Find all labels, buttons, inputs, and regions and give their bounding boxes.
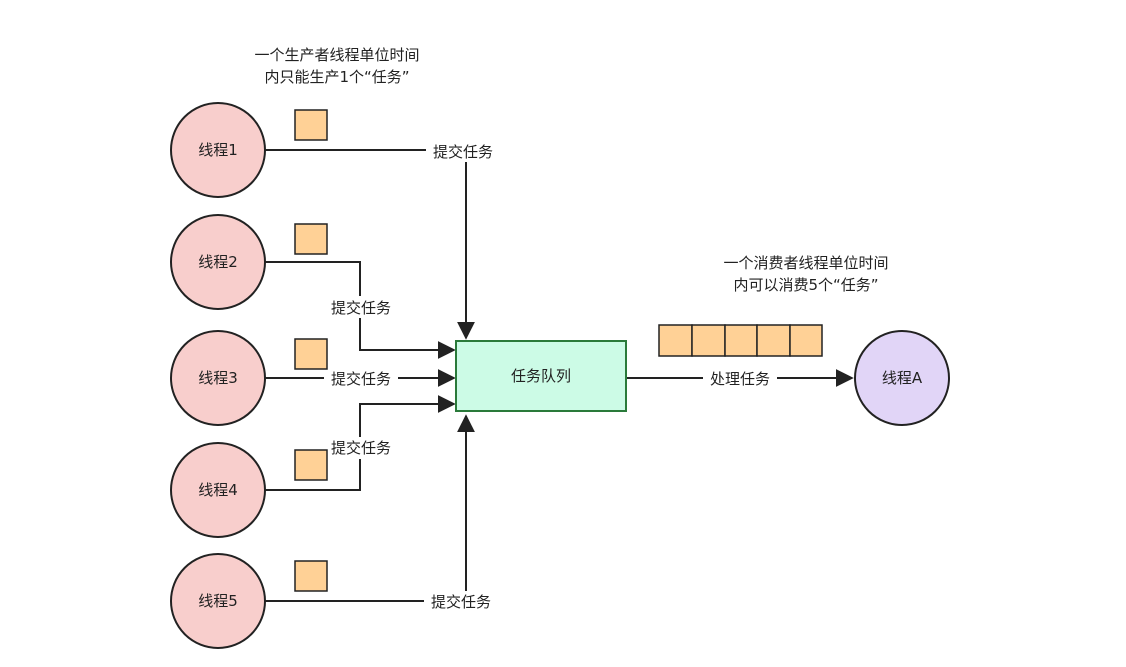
producer-label-2: 线程2: [198, 253, 238, 271]
queue-label: 任务队列: [511, 367, 571, 385]
producer-node-4[interactable]: 线程4: [170, 442, 266, 538]
consumer-note-line2: 内可以消费5个“任务”: [733, 276, 878, 294]
edge-label-producer-4: 提交任务: [331, 439, 391, 457]
producer-tasks: [294, 109, 328, 592]
producer-nodes: 线程1 线程2 线程3 线程4 线程5: [170, 102, 266, 649]
batch-task-1: [658, 324, 693, 357]
edge-label-producer-5: 提交任务: [431, 593, 491, 611]
producer-label-3: 线程3: [198, 369, 238, 387]
edge-label-producer-2: 提交任务: [331, 299, 391, 317]
producer-node-3[interactable]: 线程3: [170, 330, 266, 426]
edge-label-producer-1: 提交任务: [433, 143, 493, 161]
task-square-1: [294, 109, 328, 141]
task-square-2: [294, 223, 328, 255]
edge-labels: 提交任务 提交任务 提交任务 提交任务 提交任务 处理任务: [324, 140, 777, 613]
task-square-3: [294, 338, 328, 370]
consumer-note-line1: 一个消费者线程单位时间: [723, 254, 888, 272]
queue-node[interactable]: 任务队列: [455, 340, 627, 412]
batch-task-2: [691, 324, 726, 357]
consumer-label: 线程A: [882, 369, 923, 387]
consumer-task-batch: [658, 324, 823, 357]
producer-node-1[interactable]: 线程1: [170, 102, 266, 198]
producer-node-5[interactable]: 线程5: [170, 553, 266, 649]
producer-note-line1: 一个生产者线程单位时间: [254, 46, 419, 64]
producer-label-1: 线程1: [198, 141, 238, 159]
edge-label-consumer: 处理任务: [710, 370, 770, 388]
batch-task-4: [756, 324, 791, 357]
batch-task-5: [789, 324, 823, 357]
producer-node-2[interactable]: 线程2: [170, 214, 266, 310]
producer-label-4: 线程4: [198, 481, 238, 499]
task-square-5: [294, 560, 328, 592]
producer-label-5: 线程5: [198, 592, 238, 610]
consumer-node[interactable]: 线程A: [854, 330, 950, 426]
producer-note-line2: 内只能生产1个“任务”: [264, 68, 409, 86]
batch-task-3: [724, 324, 758, 357]
task-square-4: [294, 449, 328, 481]
edge-label-producer-3: 提交任务: [331, 370, 391, 388]
